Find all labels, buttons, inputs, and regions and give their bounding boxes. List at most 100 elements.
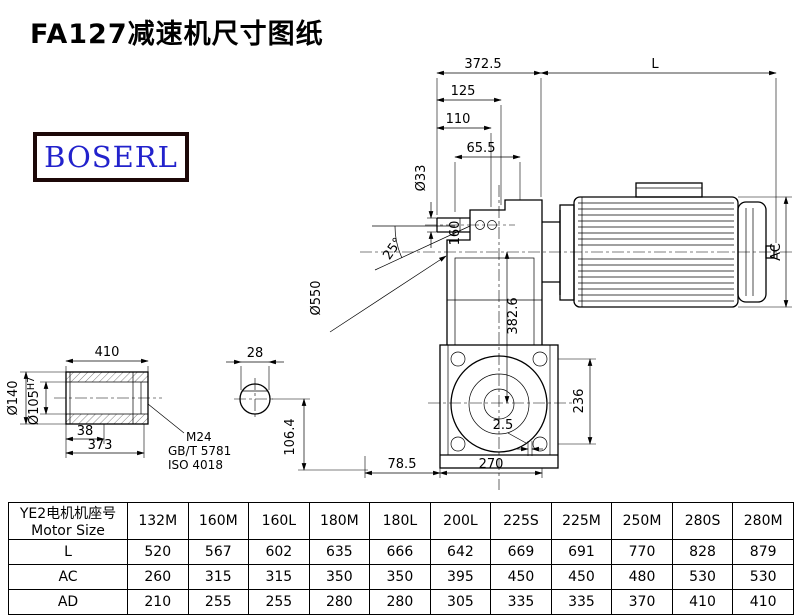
- dim-38: 38: [77, 424, 94, 439]
- dim-outer-dia: Ø140: [6, 380, 21, 415]
- dim-gap: 2.5: [493, 418, 514, 433]
- size-value-cell: 450: [490, 564, 552, 590]
- motor-size-column-header: 180M: [308, 502, 371, 540]
- hatched-wall-bottom: [66, 414, 148, 424]
- motor: [573, 182, 775, 308]
- dim-tilt-angle: 25°: [380, 235, 406, 262]
- motor-size-column-header: 280S: [671, 502, 734, 540]
- size-value-cell: 520: [127, 539, 189, 565]
- standard-label-1: GB/T 5781: [168, 444, 231, 458]
- bolt-hole: [532, 436, 548, 452]
- size-value-cell: 669: [490, 539, 552, 565]
- dim-270: 270: [479, 457, 504, 472]
- size-value-cell: 260: [127, 564, 189, 590]
- size-value-cell: 879: [732, 539, 794, 565]
- dim-65-5: 65.5: [467, 141, 496, 156]
- thread-label: M24: [186, 430, 212, 444]
- output-bore-inner-circle: [483, 388, 515, 420]
- size-value-cell: 567: [187, 539, 250, 565]
- size-value-cell: 255: [187, 589, 250, 615]
- cover-bolt: [487, 220, 497, 230]
- dim-motor-dia: AC: [769, 243, 784, 261]
- dim-373: 373: [88, 438, 113, 453]
- motor-size-column-header: 200L: [429, 502, 492, 540]
- bolt-hole: [450, 351, 466, 367]
- thread-leader-line: [147, 403, 185, 434]
- motor-size-column-header: 225M: [550, 502, 613, 540]
- dimension-row-label: L: [8, 539, 128, 565]
- motor-size-column-header: 225S: [490, 502, 552, 540]
- technical-drawing: 372.5 L 125 110 65.5 Ø33 160 25° Ø550 38…: [6, 57, 795, 490]
- dim-input-shaft-dia: Ø33: [414, 165, 429, 192]
- input-shaft: [436, 217, 497, 233]
- bolt-hole: [532, 351, 548, 367]
- size-value-cell: 335: [550, 589, 613, 615]
- gearbox-housing: [439, 199, 559, 469]
- size-value-cell: 530: [671, 564, 734, 590]
- dim-center-height: 382.6: [506, 297, 521, 334]
- motor-size-column-header: 280M: [732, 502, 794, 540]
- motor-size-column-header: 160M: [187, 502, 250, 540]
- size-value-cell: 450: [550, 564, 613, 590]
- header-text-en: Motor Size: [31, 523, 105, 539]
- dim-28: 28: [247, 346, 264, 361]
- motor-adapter-flange: [542, 204, 575, 301]
- dim-bore-dia: Ø105H7: [26, 377, 42, 425]
- size-value-cell: 315: [248, 564, 310, 590]
- main-view: [360, 182, 795, 490]
- size-value-cell: 666: [369, 539, 431, 565]
- size-value-cell: 770: [611, 539, 673, 565]
- size-value-cell: 410: [671, 589, 734, 615]
- size-value-cell: 642: [429, 539, 492, 565]
- size-value-cell: 395: [429, 564, 492, 590]
- bore-dia-tolerance: H7: [26, 377, 37, 390]
- size-value-cell: 530: [732, 564, 794, 590]
- size-value-cell: 280: [308, 589, 371, 615]
- output-bore-mid-circle: [468, 373, 530, 435]
- terminal-box: [635, 182, 703, 198]
- output-shaft-detail-view: 410 Ø140 Ø105H7 38 373 M24 GB/T 5781 ISO…: [6, 345, 231, 472]
- dim-106-4: 106.4: [283, 418, 298, 455]
- size-value-cell: 350: [369, 564, 431, 590]
- dim-236: 236: [572, 389, 587, 414]
- motor-size-header-cell: YE2电机机座号 Motor Size: [8, 502, 128, 540]
- size-value-cell: 315: [187, 564, 250, 590]
- size-value-cell: 305: [429, 589, 492, 615]
- dim-125: 125: [451, 84, 476, 99]
- boserl-logo-text: BOSERL: [44, 140, 178, 174]
- dim-housing-dia: Ø550: [309, 280, 324, 315]
- size-value-cell: 335: [490, 589, 552, 615]
- adapter-plate: [559, 204, 575, 301]
- housing-upper-outline: [446, 199, 543, 345]
- size-value-cell: 370: [611, 589, 673, 615]
- boserl-logo: BOSERL: [33, 132, 189, 182]
- motor-cooling-fins: [578, 202, 734, 302]
- motor-shaft-stub: [765, 245, 775, 259]
- housing-lower-outline: [439, 344, 559, 469]
- dim-overall-width: 372.5: [464, 57, 501, 72]
- output-bore-outer-circle: [450, 355, 548, 453]
- dimension-row-label: AD: [8, 589, 128, 615]
- main-view-dimensions: 372.5 L 125 110 65.5 Ø33 160 25° Ø550 38…: [309, 57, 792, 478]
- bore-dia-value: Ø105: [27, 390, 42, 425]
- dim-110: 110: [446, 112, 471, 127]
- motor-size-column-header: 250M: [611, 502, 673, 540]
- bolt-hole: [450, 436, 466, 452]
- dim-410: 410: [95, 345, 120, 360]
- page-title: FA127减速机尺寸图纸: [30, 19, 324, 50]
- motor-size-column-header: 132M: [127, 502, 189, 540]
- size-value-cell: 255: [248, 589, 310, 615]
- size-value-cell: 828: [671, 539, 734, 565]
- size-value-cell: 210: [127, 589, 189, 615]
- size-value-cell: 350: [308, 564, 371, 590]
- standard-label-2: ISO 4018: [168, 458, 223, 472]
- hatched-wall-top: [66, 372, 148, 382]
- shaft-section-view: 28 106.4: [226, 346, 368, 471]
- motor-size-column-header: 160L: [248, 502, 310, 540]
